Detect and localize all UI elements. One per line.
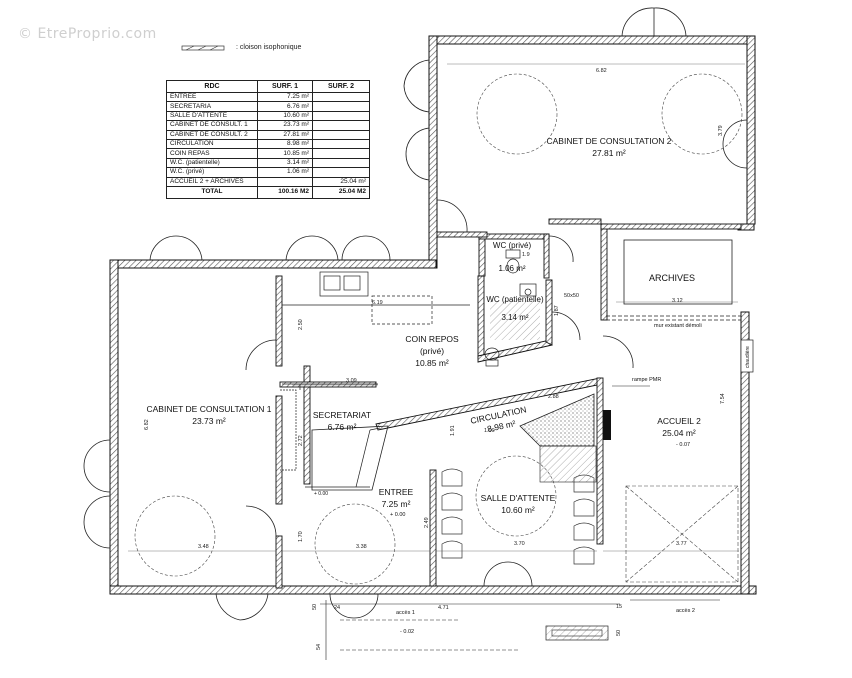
access-lines [320, 599, 720, 660]
dim-54: 54 [316, 644, 322, 650]
dim-50x50: 50x50 [564, 293, 579, 299]
accueil-void [625, 485, 739, 583]
coin-repos-sub: (privé) [420, 346, 444, 356]
level-exterior: - 0.02 [400, 629, 414, 635]
dim-309: 3.09 [346, 378, 357, 384]
dim-190: 1.90 [484, 428, 495, 434]
dim-682-left: 6.82 [144, 419, 150, 430]
cab1-area: 23.73 m² [192, 416, 226, 426]
wc-pat-area: 3.14 m² [501, 313, 528, 322]
archives-box [623, 239, 733, 305]
table-cell: 25.04 M2 [312, 185, 370, 199]
dim-348: 3.48 [198, 544, 209, 550]
secretariat-area: 6.76 m² [328, 422, 357, 432]
waiting-chairs [441, 468, 595, 565]
note-rampe: rampe PMR [632, 377, 661, 383]
dim-272: 2.72 [298, 435, 304, 446]
note-chaudiere: chaudière [745, 346, 751, 368]
level-accueil: - 0.07 [676, 442, 690, 448]
dim-377: 3.77 [676, 541, 687, 547]
legend-label: : cloison isophonique [236, 44, 302, 51]
accueil-name: ACCUEIL 2 [657, 416, 701, 426]
door-swings [83, 7, 748, 621]
reception-desk [519, 393, 595, 447]
dim-250: 2.50 [298, 319, 304, 330]
dim-471: 4.71 [438, 605, 449, 611]
dim-15: 15 [616, 604, 622, 610]
wc-prive-label: WC (privé) [493, 241, 532, 250]
entree-name: ENTREE [379, 487, 414, 497]
wc-hatch [490, 300, 540, 340]
dim-338: 3.38 [356, 544, 367, 550]
dim-379: 3.79 [718, 125, 724, 136]
dim-19: 1.9 [522, 252, 530, 258]
legend-symbol [181, 45, 225, 51]
table-cell: 25.04 m² [312, 176, 370, 187]
cab2-area: 27.81 m² [592, 148, 626, 158]
dim-191: 1.91 [450, 425, 456, 436]
dimension-lines [128, 63, 745, 552]
wc-fixtures [484, 249, 537, 367]
dim-370: 3.70 [514, 541, 525, 547]
secretariat-desk [311, 425, 389, 491]
note-mur-demoli: mur existant démoli [654, 323, 702, 329]
dim-288: 2.88 [548, 394, 559, 400]
dim-170: 1.70 [298, 531, 304, 542]
cab2-name: CABINET DE CONSULTATION 2 [546, 136, 671, 146]
exterior-walls [109, 35, 757, 595]
note-acces1: accès 1 [396, 610, 415, 616]
salle-attente-area: 10.60 m² [501, 505, 535, 515]
grille-drain [545, 625, 609, 641]
column [603, 410, 611, 440]
interior-walls [275, 218, 742, 589]
dim-50a: 50 [312, 604, 318, 610]
level-entree: + 0.00 [390, 512, 405, 518]
archives-label: ARCHIVES [649, 273, 695, 283]
partitions [280, 304, 741, 488]
dim-312: 3.12 [672, 298, 683, 304]
dim-682-top: 6.82 [596, 68, 607, 74]
boiler-box [740, 339, 754, 373]
dim-619: 6.19 [372, 300, 383, 306]
coin-repos-area: 10.85 m² [415, 358, 449, 368]
dim-187: 1.87 [554, 305, 560, 316]
wc-prive-area: 1.06 m² [498, 264, 525, 273]
storage-hatch [539, 445, 597, 483]
dim-249: 2.49 [424, 517, 430, 528]
kitchen-counter [319, 271, 433, 325]
secretariat-name: SECRETARIAT [313, 410, 371, 420]
entree-area: 7.25 m² [382, 499, 411, 509]
level-cab1: + 0.00 [314, 491, 328, 497]
dim-50b: 50 [616, 630, 622, 636]
accueil-area: 25.04 m² [662, 428, 696, 438]
salle-attente-name: SALLE D'ATTENTE [481, 493, 556, 503]
wc-pat-label: WC (patientelle) [486, 295, 544, 304]
table-header-row: RDC SURF. 1 SURF. 2 [166, 80, 370, 93]
turning-circles [134, 73, 743, 585]
note-acces2: accès 2 [676, 608, 695, 614]
coin-repos-name: COIN REPOS [405, 334, 459, 344]
watermark-text: © EtreProprio.com [18, 26, 157, 42]
dim-24: 24 [334, 605, 340, 611]
cab1-name: CABINET DE CONSULTATION 1 [146, 404, 271, 414]
grille-inner [551, 629, 603, 637]
dim-754: 7.54 [720, 393, 726, 404]
